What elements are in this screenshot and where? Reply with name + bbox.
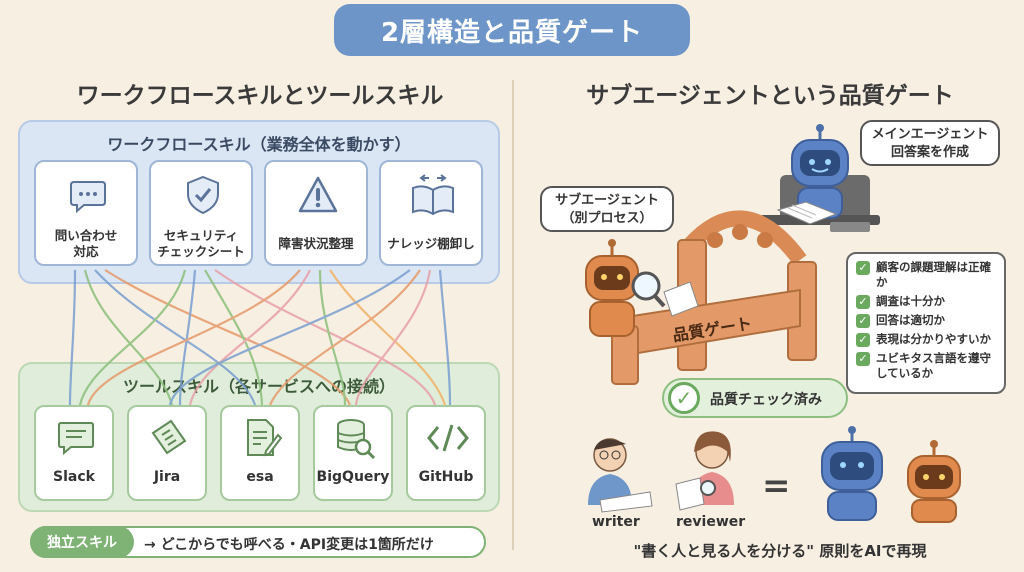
checklist-item: ✓顧客の課題理解は正確か — [856, 260, 996, 290]
workflow-card-security[interactable]: セキュリティ チェックシート — [149, 160, 253, 266]
check-icon: ✓ — [856, 314, 870, 328]
checklist-item: ✓回答は適切か — [856, 313, 996, 328]
writer-label: writer — [592, 514, 640, 530]
quality-checklist: ✓顧客の課題理解は正確か ✓調査は十分か ✓回答は適切か ✓表現は分かりやすいか… — [846, 252, 1006, 394]
check-icon: ✓ — [856, 261, 870, 275]
workflow-panel-title: ワークフロースキル（業務全体を動かす） — [107, 135, 411, 154]
check-icon: ✓ — [856, 352, 870, 366]
check-circle-icon: ✓ — [668, 382, 700, 414]
workflow-card-incident[interactable]: 障害状況整理 — [264, 160, 368, 266]
tool-card-label: esa — [246, 469, 274, 485]
main-agent-robot-icon — [760, 124, 880, 232]
message-icon — [58, 422, 94, 456]
database-search-icon — [337, 419, 376, 460]
tool-card-label: BigQuery — [316, 469, 390, 485]
independent-skill-bar: 独立スキル → どこからでも呼べる・API変更は1箇所だけ — [30, 526, 486, 558]
tool-card-slack[interactable]: Slack — [34, 405, 114, 501]
tool-card-label: Jira — [153, 469, 181, 485]
paired-blue-robot-icon — [821, 426, 883, 521]
shield-check-icon — [187, 175, 219, 215]
reviewer-person-icon — [675, 431, 734, 511]
tool-card-bigquery[interactable]: BigQuery — [313, 405, 393, 501]
main-agent-bubble-line2: 回答案を作成 — [890, 145, 969, 160]
right-section-title: サブエージェントという品質ゲート — [586, 83, 954, 109]
main-agent-bubble: メインエージェント 回答案を作成 — [860, 120, 1000, 166]
reviewer-label: reviewer — [676, 514, 746, 530]
quality-passed-badge: ✓ 品質チェック済み — [662, 378, 848, 418]
chat-bubble-icon — [70, 181, 106, 214]
tool-card-jira[interactable]: Jira — [127, 405, 207, 501]
workflow-card-label: 障害状況整理 — [278, 236, 354, 251]
checklist-item: ✓調査は十分か — [856, 294, 996, 309]
sub-agent-bubble-line2: （別プロセス） — [561, 211, 653, 226]
code-icon — [427, 424, 469, 452]
workflow-card-label: ナレッジ棚卸し — [387, 236, 475, 251]
checklist-item: ✓表現は分かりやすいか — [856, 332, 996, 347]
workflow-card-inquiry[interactable]: 問い合わせ 対応 — [34, 160, 138, 266]
checklist-item: ✓ユビキタス言語を遵守しているか — [856, 351, 996, 381]
tool-card-esa[interactable]: esa — [220, 405, 300, 501]
book-icon — [412, 174, 454, 216]
check-icon: ✓ — [856, 333, 870, 347]
workflow-card-label: チェックシート — [157, 244, 245, 259]
sub-agent-robot-icon — [585, 239, 699, 337]
principle-text: "書く人と見る人を分ける" 原則をAIで再現 — [633, 542, 927, 560]
quality-passed-label: 品質チェック済み — [710, 392, 822, 408]
workflow-card-label: 対応 — [73, 244, 99, 259]
page-title: 2層構造と品質ゲート — [334, 4, 690, 56]
sub-agent-bubble: サブエージェント （別プロセス） — [540, 186, 674, 232]
workflow-card-knowledge[interactable]: ナレッジ棚卸し — [379, 160, 483, 266]
independent-skill-tag: 独立スキル — [30, 526, 134, 558]
sub-agent-bubble-line1: サブエージェント — [555, 193, 659, 208]
quality-gate-icon — [611, 210, 817, 385]
section-divider — [512, 80, 514, 550]
workflow-card-label: セキュリティ — [163, 228, 239, 243]
tool-card-label: GitHub — [418, 469, 474, 485]
tool-card-github[interactable]: GitHub — [406, 405, 486, 501]
independent-skill-text: → どこからでも呼べる・API変更は1箇所だけ — [144, 537, 434, 553]
warning-icon — [298, 176, 338, 213]
check-icon: ✓ — [856, 295, 870, 309]
paired-orange-robot-icon — [907, 440, 961, 523]
main-agent-bubble-line1: メインエージェント — [871, 127, 989, 142]
workflow-card-label: 問い合わせ — [54, 228, 118, 243]
tool-card-label: Slack — [53, 469, 95, 485]
document-pen-icon — [247, 419, 282, 457]
equals-sign: = — [762, 466, 791, 506]
writer-person-icon — [588, 438, 653, 513]
left-section-title: ワークフロースキルとツールスキル — [76, 83, 444, 109]
ticket-icon — [151, 419, 187, 455]
